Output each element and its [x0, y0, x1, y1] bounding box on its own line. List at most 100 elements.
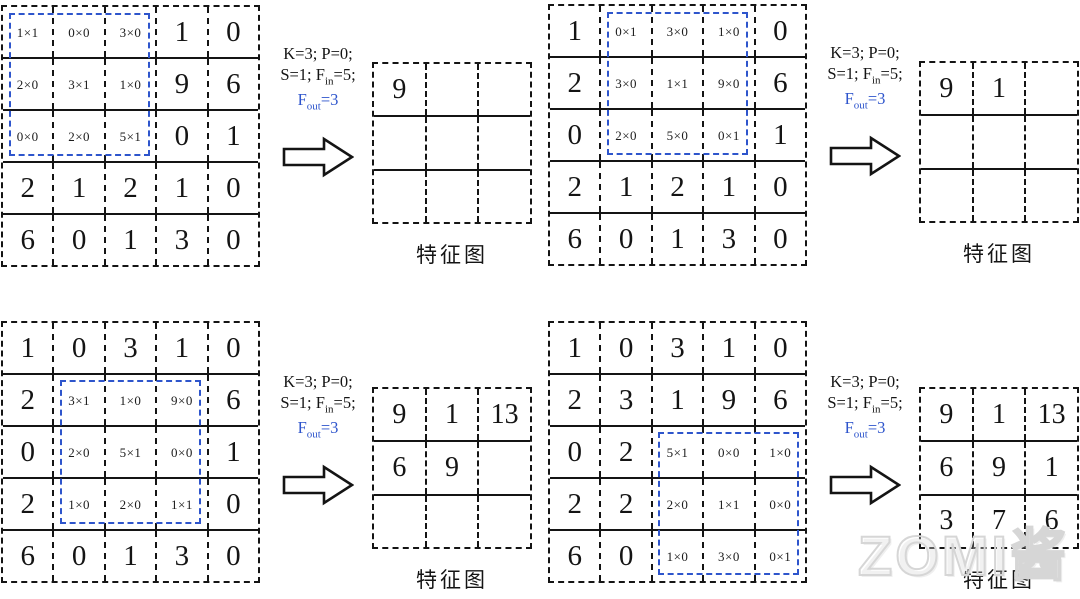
input-cell: 3×0 [103, 7, 155, 57]
param-text: F [844, 89, 854, 109]
param-text: K=3; P=0; [283, 372, 353, 391]
input-cell: 0 [52, 215, 103, 265]
input-cell: 0×1 [702, 110, 753, 160]
input-cell: 0 [753, 6, 805, 56]
input-cell: 5×1 [103, 427, 155, 477]
input-cell: 2 [20, 171, 35, 204]
feature-map-label: 特征图 [963, 568, 1035, 592]
param-subscript: in [324, 75, 334, 88]
param-text: S=1; F [280, 65, 325, 85]
input-cell: 0 [599, 531, 650, 581]
param-subscript: out [306, 100, 321, 113]
input-cell: 1×0 [753, 427, 805, 477]
input-cell: 1 [155, 7, 206, 57]
conv-params-line: K=3; P=0; [280, 371, 355, 392]
output-cell [424, 495, 478, 547]
output-cell: 9 [939, 398, 954, 430]
input-cell: 1 [206, 427, 258, 477]
input-cell: 3 [103, 323, 155, 373]
input-cell: 2×0 [52, 111, 103, 161]
input-cell: 0 [567, 435, 582, 468]
input-cell: 9 [702, 375, 753, 425]
input-cell: 1 [206, 111, 258, 161]
input-cell: 1×1 [702, 479, 753, 529]
input-cell: 1×0 [702, 6, 753, 56]
output-cell [374, 171, 425, 222]
input-cell: 2 [567, 170, 582, 203]
input-cell: 0 [20, 435, 35, 468]
input-cell: 0 [206, 531, 258, 581]
output-grid-row [921, 114, 1077, 168]
output-grid-row [374, 493, 530, 547]
input-cell: 3×0 [702, 531, 753, 581]
output-cell [477, 442, 530, 494]
output-cell [424, 64, 478, 116]
input-cell: 6 [567, 539, 582, 572]
param-text: =3 [320, 90, 339, 110]
conv-params-line: K=3; P=0; [280, 43, 355, 64]
input-cell: 0×0 [155, 427, 206, 477]
input-cell: 2×0 [650, 479, 702, 529]
output-cell [477, 64, 530, 116]
input-cell: 0 [753, 323, 805, 373]
input-cell: 2 [567, 66, 582, 99]
input-cell: 0 [567, 118, 582, 151]
output-cell: 13 [477, 389, 530, 441]
input-cell: 9 [155, 59, 206, 109]
input-cell: 6 [20, 223, 35, 256]
input-cell: 5×1 [103, 111, 155, 161]
param-text: =3 [867, 89, 886, 109]
arrow-right-icon [282, 136, 354, 178]
output-grid-row: 9 [374, 64, 530, 116]
input-cell: 1 [52, 163, 103, 213]
input-cell: 0 [206, 323, 258, 373]
input-cell: 0×0 [52, 7, 103, 57]
output-grid-row [374, 168, 530, 222]
input-cell: 3×0 [599, 58, 650, 108]
output-cell: 1 [424, 389, 478, 441]
output-cell: 9 [424, 442, 478, 494]
param-text: S=1; F [827, 393, 872, 413]
input-cell: 2 [599, 427, 650, 477]
input-cell: 2×0 [52, 427, 103, 477]
conv-params-column: K=3; P=0;S=1; Fin=5;Fout=3 [270, 321, 366, 506]
conv-params: K=3; P=0;S=1; Fin=5;Fout=3 [280, 371, 355, 442]
input-cell: 1×0 [52, 479, 103, 529]
input-cell: 0×1 [599, 6, 650, 56]
input-cell: 0×1 [753, 531, 805, 581]
output-cell: 1 [971, 389, 1025, 441]
input-cell: 0×0 [16, 128, 39, 144]
input-cell: 3 [599, 375, 650, 425]
input-cell: 5×0 [650, 110, 702, 160]
conv-params-line: Fout=3 [827, 88, 902, 113]
input-cell: 3 [650, 323, 702, 373]
input-cell: 0 [599, 323, 650, 373]
param-subscript: out [853, 99, 868, 112]
arrow-right-icon [829, 135, 901, 177]
input-cell: 6 [753, 375, 805, 425]
param-text: =3 [867, 418, 886, 438]
input-cell: 6 [20, 539, 35, 572]
param-subscript: in [871, 74, 881, 87]
input-cell: 1×1 [650, 58, 702, 108]
param-text: F [297, 90, 307, 110]
conv-params-line: K=3; P=0; [827, 371, 902, 392]
param-subscript: in [324, 403, 334, 416]
param-text: K=3; P=0; [830, 43, 900, 62]
